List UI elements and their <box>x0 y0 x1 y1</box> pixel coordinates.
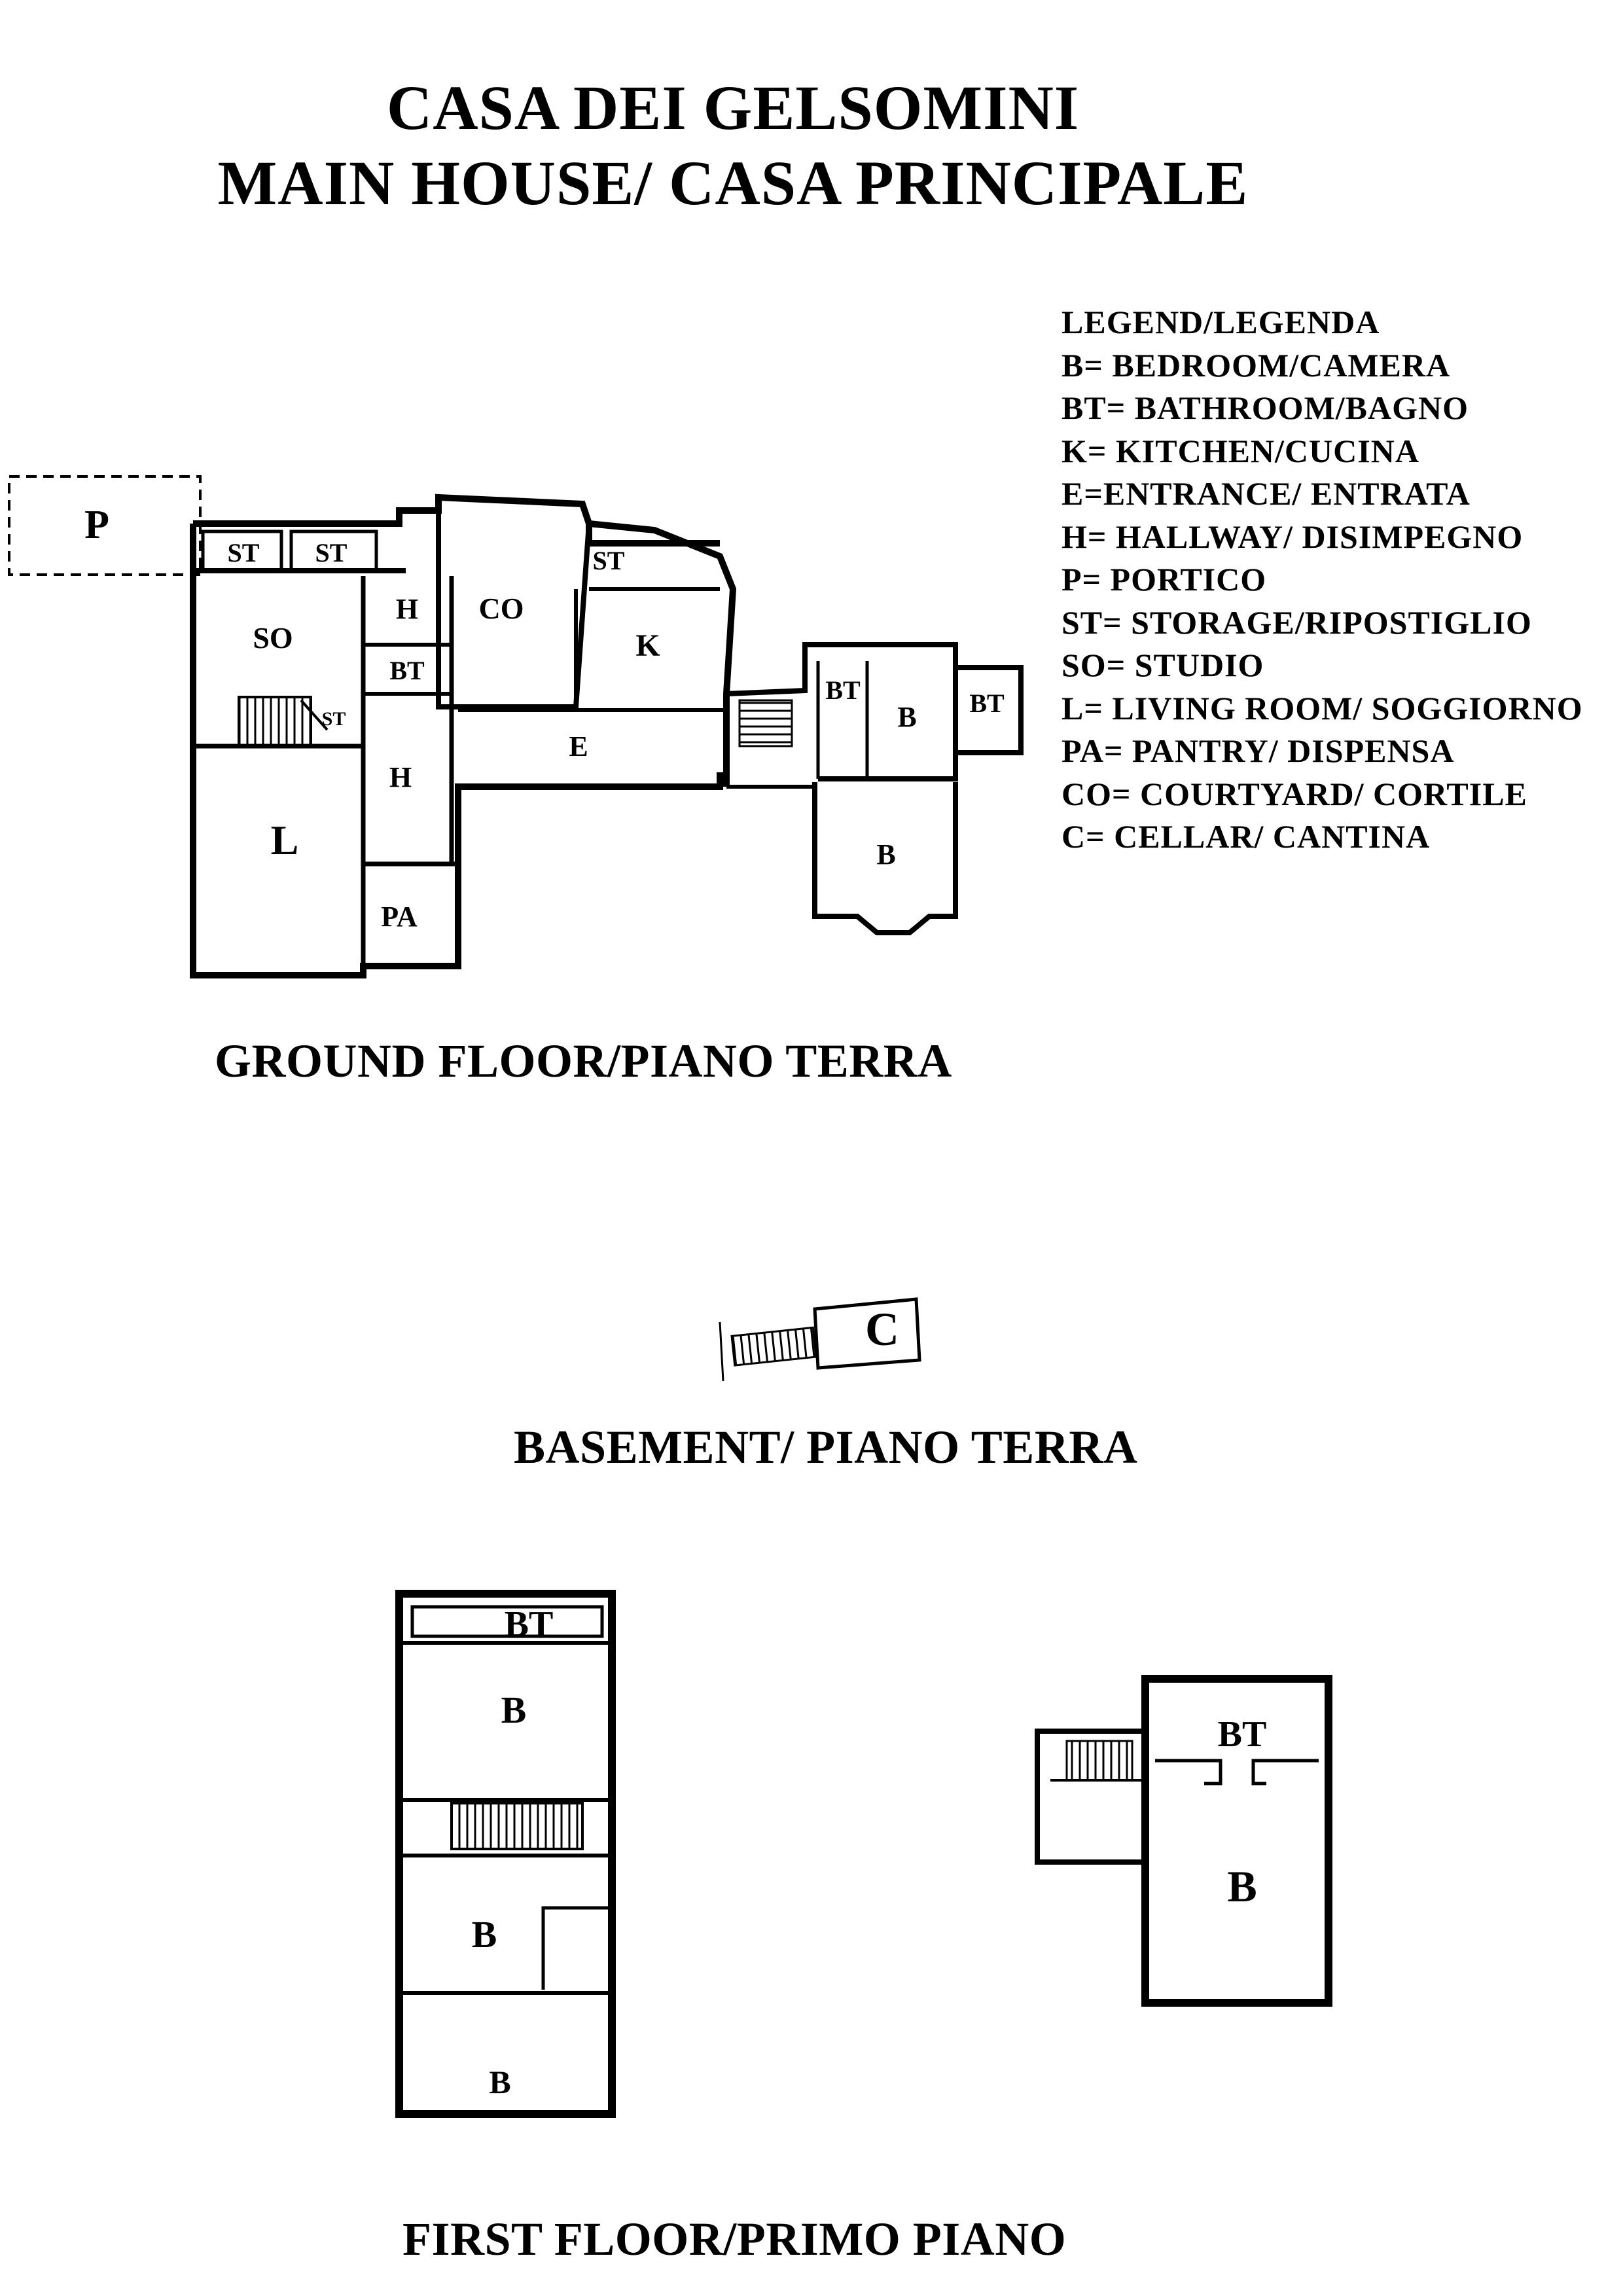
plan-title-line1: CASA DEI GELSOMINI <box>386 73 1080 143</box>
room-label-courtyard: CO <box>479 592 524 625</box>
legend: LEGEND/LEGENDA B= BEDROOM/CAMERA BT= BAT… <box>1061 301 1611 859</box>
stair <box>730 1326 817 1367</box>
legend-item: K= KITCHEN/CUCINA <box>1061 432 1419 469</box>
room-label-bedroom: B <box>501 1689 527 1731</box>
room-label-bathroom: BT <box>825 675 861 705</box>
room-label-storage: ST <box>322 708 346 730</box>
outer-wall <box>190 571 723 978</box>
room-label-storage: ST <box>593 546 625 575</box>
stair <box>738 699 793 747</box>
room-label-bedroom: B <box>897 701 916 733</box>
caption-basement: BASEMENT/ PIANO TERRA <box>514 1421 1138 1473</box>
room-label-bedroom: B <box>876 838 895 870</box>
room-label-bedroom: B <box>472 1913 497 1956</box>
stair <box>1065 1740 1133 1782</box>
ground-floor-plan <box>8 475 1024 978</box>
room-label-bedroom: B <box>1227 1861 1257 1911</box>
legend-item: L= LIVING ROOM/ SOGGIORNO <box>1061 689 1583 726</box>
outer-wall <box>395 1590 616 2118</box>
stair <box>238 696 312 747</box>
bathroom-room <box>410 1605 604 1638</box>
legend-item: PA= PANTRY/ DISPENSA <box>1061 732 1455 769</box>
basement-plan <box>719 1297 921 1382</box>
cellar-outline <box>813 1297 921 1370</box>
legend-item: H= HALLWAY/ DISIMPEGNO <box>1061 518 1524 555</box>
room-label-studio: SO <box>253 621 293 655</box>
room-label-bathroom: BT <box>505 1604 554 1645</box>
legend-item: C= CELLAR/ CANTINA <box>1061 818 1431 855</box>
outer-wall <box>193 493 592 527</box>
room-label-hallway: H <box>389 761 412 793</box>
caption-ground-floor: GROUND FLOOR/PIANO TERRA <box>215 1035 952 1087</box>
caption-first-floor: FIRST FLOOR/PRIMO PIANO <box>402 2213 1067 2265</box>
legend-item: SO= STUDIO <box>1061 647 1264 683</box>
storage-room <box>289 529 378 573</box>
room-label-storage: ST <box>228 538 260 567</box>
room-labels: P ST ST ST ST SO H BT H CO K E L PA BT B… <box>84 503 1266 2100</box>
bedroom-wall <box>812 782 958 935</box>
stair-annex <box>1035 1729 1148 1865</box>
east-wing-wall <box>955 665 1024 755</box>
courtyard-wall <box>436 497 592 709</box>
legend-item: B= BEDROOM/CAMERA <box>1061 346 1451 384</box>
east-wing-wall <box>726 642 958 781</box>
legend-item: E=ENTRANCE/ ENTRATA <box>1061 475 1471 512</box>
room-label-kitchen: K <box>635 628 660 663</box>
storage-room <box>201 529 283 573</box>
legend-heading: LEGEND/LEGENDA <box>1061 304 1380 340</box>
room-label-bathroom: BT <box>1218 1714 1267 1755</box>
stair <box>450 1802 584 1850</box>
room-label-storage: ST <box>315 538 348 567</box>
room-label-living: L <box>271 817 299 863</box>
room-label-portico: P <box>84 503 109 547</box>
legend-item: ST= STORAGE/RIPOSTIGLIO <box>1061 603 1532 641</box>
legend-item: P= PORTICO <box>1061 561 1267 598</box>
room-label-bedroom: B <box>489 2064 510 2100</box>
room-label-cellar: C <box>865 1303 899 1355</box>
room-label-hallway: H <box>396 593 418 625</box>
legend-item: BT= BATHROOM/BAGNO <box>1061 389 1469 426</box>
legend-item: CO= COURTYARD/ CORTILE <box>1061 775 1527 812</box>
room-label-bathroom: BT <box>969 689 1005 718</box>
room-label-entrance: E <box>569 730 588 762</box>
first-floor-west-plan <box>395 1590 616 2118</box>
first-floor-east-plan <box>1035 1675 1332 2007</box>
room-label-pantry: PA <box>381 901 418 933</box>
plan-title-line2: MAIN HOUSE/ CASA PRINCIPALE <box>217 148 1249 218</box>
room-label-bathroom: BT <box>389 656 425 685</box>
